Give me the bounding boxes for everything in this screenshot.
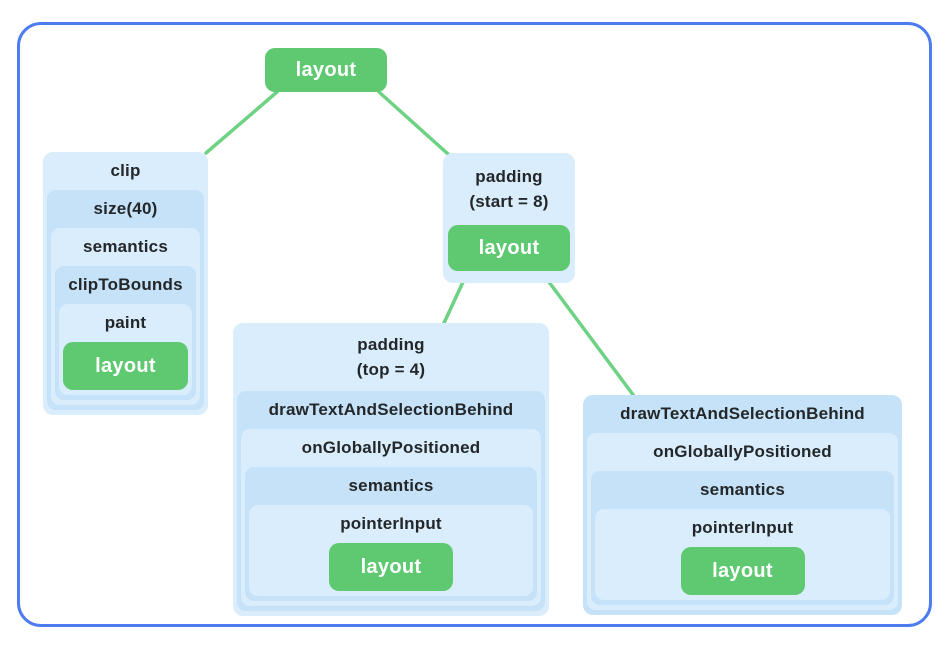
box-semantics-clip-label: semantics [83, 237, 168, 256]
box-drawtext-right-label: drawTextAndSelectionBehind [620, 404, 865, 423]
box-ongloballypositioned-middle: onGloballyPositioned semantics pointerIn… [241, 429, 541, 606]
box-pointerinput-right: pointerInput layout [595, 509, 890, 600]
padding-top-line2: (top = 4) [356, 360, 426, 379]
box-padding-top-label: padding (top = 4) [237, 323, 545, 391]
box-pointerinput-middle: pointerInput layout [249, 505, 533, 596]
box-size40: size(40) semantics clipToBounds paint la… [47, 190, 204, 410]
box-drawtext-right: drawTextAndSelectionBehind onGloballyPos… [583, 395, 902, 615]
box-semantics-right-label: semantics [700, 480, 785, 499]
box-ongloballypositioned-right-label: onGloballyPositioned [653, 442, 832, 461]
node-root-layout: layout [265, 48, 387, 92]
box-semantics-clip: semantics clipToBounds paint layout [51, 228, 200, 405]
box-semantics-middle: semantics pointerInput layout [245, 467, 537, 601]
node-layout-clip-leaf: layout [63, 342, 188, 390]
node-layout-padding-leaf: layout [448, 225, 570, 271]
padding-start-line2: (start = 8) [469, 192, 549, 211]
box-drawtext-middle-label: drawTextAndSelectionBehind [268, 400, 514, 419]
padding-start-line1: padding [475, 167, 543, 186]
box-pointerinput-middle-label: pointerInput [340, 514, 442, 533]
box-drawtext-middle: drawTextAndSelectionBehind onGloballyPos… [237, 391, 545, 611]
box-cliptobounds-label: clipToBounds [68, 275, 183, 294]
box-size40-label: size(40) [93, 199, 158, 218]
box-ongloballypositioned-right: onGloballyPositioned semantics pointerIn… [587, 433, 898, 610]
box-clip-label: clip [110, 161, 141, 180]
box-padding-start: padding (start = 8) layout [443, 153, 575, 283]
box-padding-start-label: padding (start = 8) [448, 153, 570, 225]
box-paint-label: paint [104, 313, 147, 332]
box-ongloballypositioned-middle-label: onGloballyPositioned [301, 438, 481, 457]
box-paint: paint layout [59, 304, 192, 395]
padding-top-line1: padding [357, 335, 425, 354]
node-layout-middle-leaf: layout [329, 543, 453, 591]
node-layout-right-leaf: layout [680, 547, 805, 595]
box-clip: clip size(40) semantics clipToBounds pai… [43, 152, 208, 415]
box-semantics-middle-label: semantics [348, 476, 434, 495]
box-cliptobounds: clipToBounds paint layout [55, 266, 196, 400]
box-pointerinput-right-label: pointerInput [691, 518, 794, 537]
box-semantics-right: semantics pointerInput layout [591, 471, 894, 605]
box-padding-top: padding (top = 4) drawTextAndSelectionBe… [233, 323, 549, 616]
